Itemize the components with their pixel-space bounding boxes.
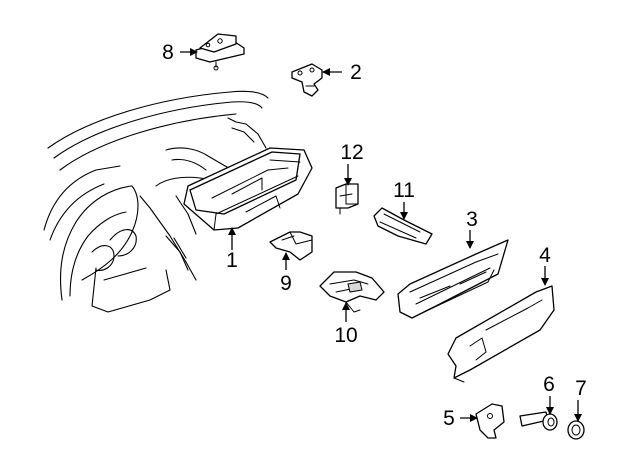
callout-10: 10 xyxy=(334,324,357,347)
callout-3: 3 xyxy=(466,208,478,231)
callout-12: 12 xyxy=(340,141,363,164)
callout-8: 8 xyxy=(162,41,174,64)
part-trim-panel xyxy=(373,207,433,245)
callout-2: 2 xyxy=(350,61,362,84)
part-latch-striker xyxy=(335,183,359,215)
callout-numbers: 1 2 3 4 5 6 7 8 9 10 11 12 xyxy=(162,41,587,430)
part-bezel xyxy=(567,420,585,440)
part-latch xyxy=(475,403,505,439)
callout-7: 7 xyxy=(575,377,587,400)
callout-4: 4 xyxy=(539,244,551,267)
part-glove-box xyxy=(183,147,313,231)
callout-11: 11 xyxy=(393,179,415,202)
instrument-panel-outline xyxy=(43,90,269,313)
part-lock-bracket xyxy=(319,271,385,313)
part-door-inner xyxy=(397,239,509,319)
part-lock-cylinder xyxy=(519,411,558,431)
part-hinge-bracket xyxy=(291,63,323,97)
callout-1: 1 xyxy=(226,249,238,272)
callout-6: 6 xyxy=(543,373,555,396)
callout-leaders xyxy=(180,48,582,422)
callout-9: 9 xyxy=(280,272,292,295)
part-mounting-pad xyxy=(195,33,245,71)
part-door-outer xyxy=(447,285,555,383)
part-bracket xyxy=(269,231,313,261)
callout-5: 5 xyxy=(443,407,455,430)
